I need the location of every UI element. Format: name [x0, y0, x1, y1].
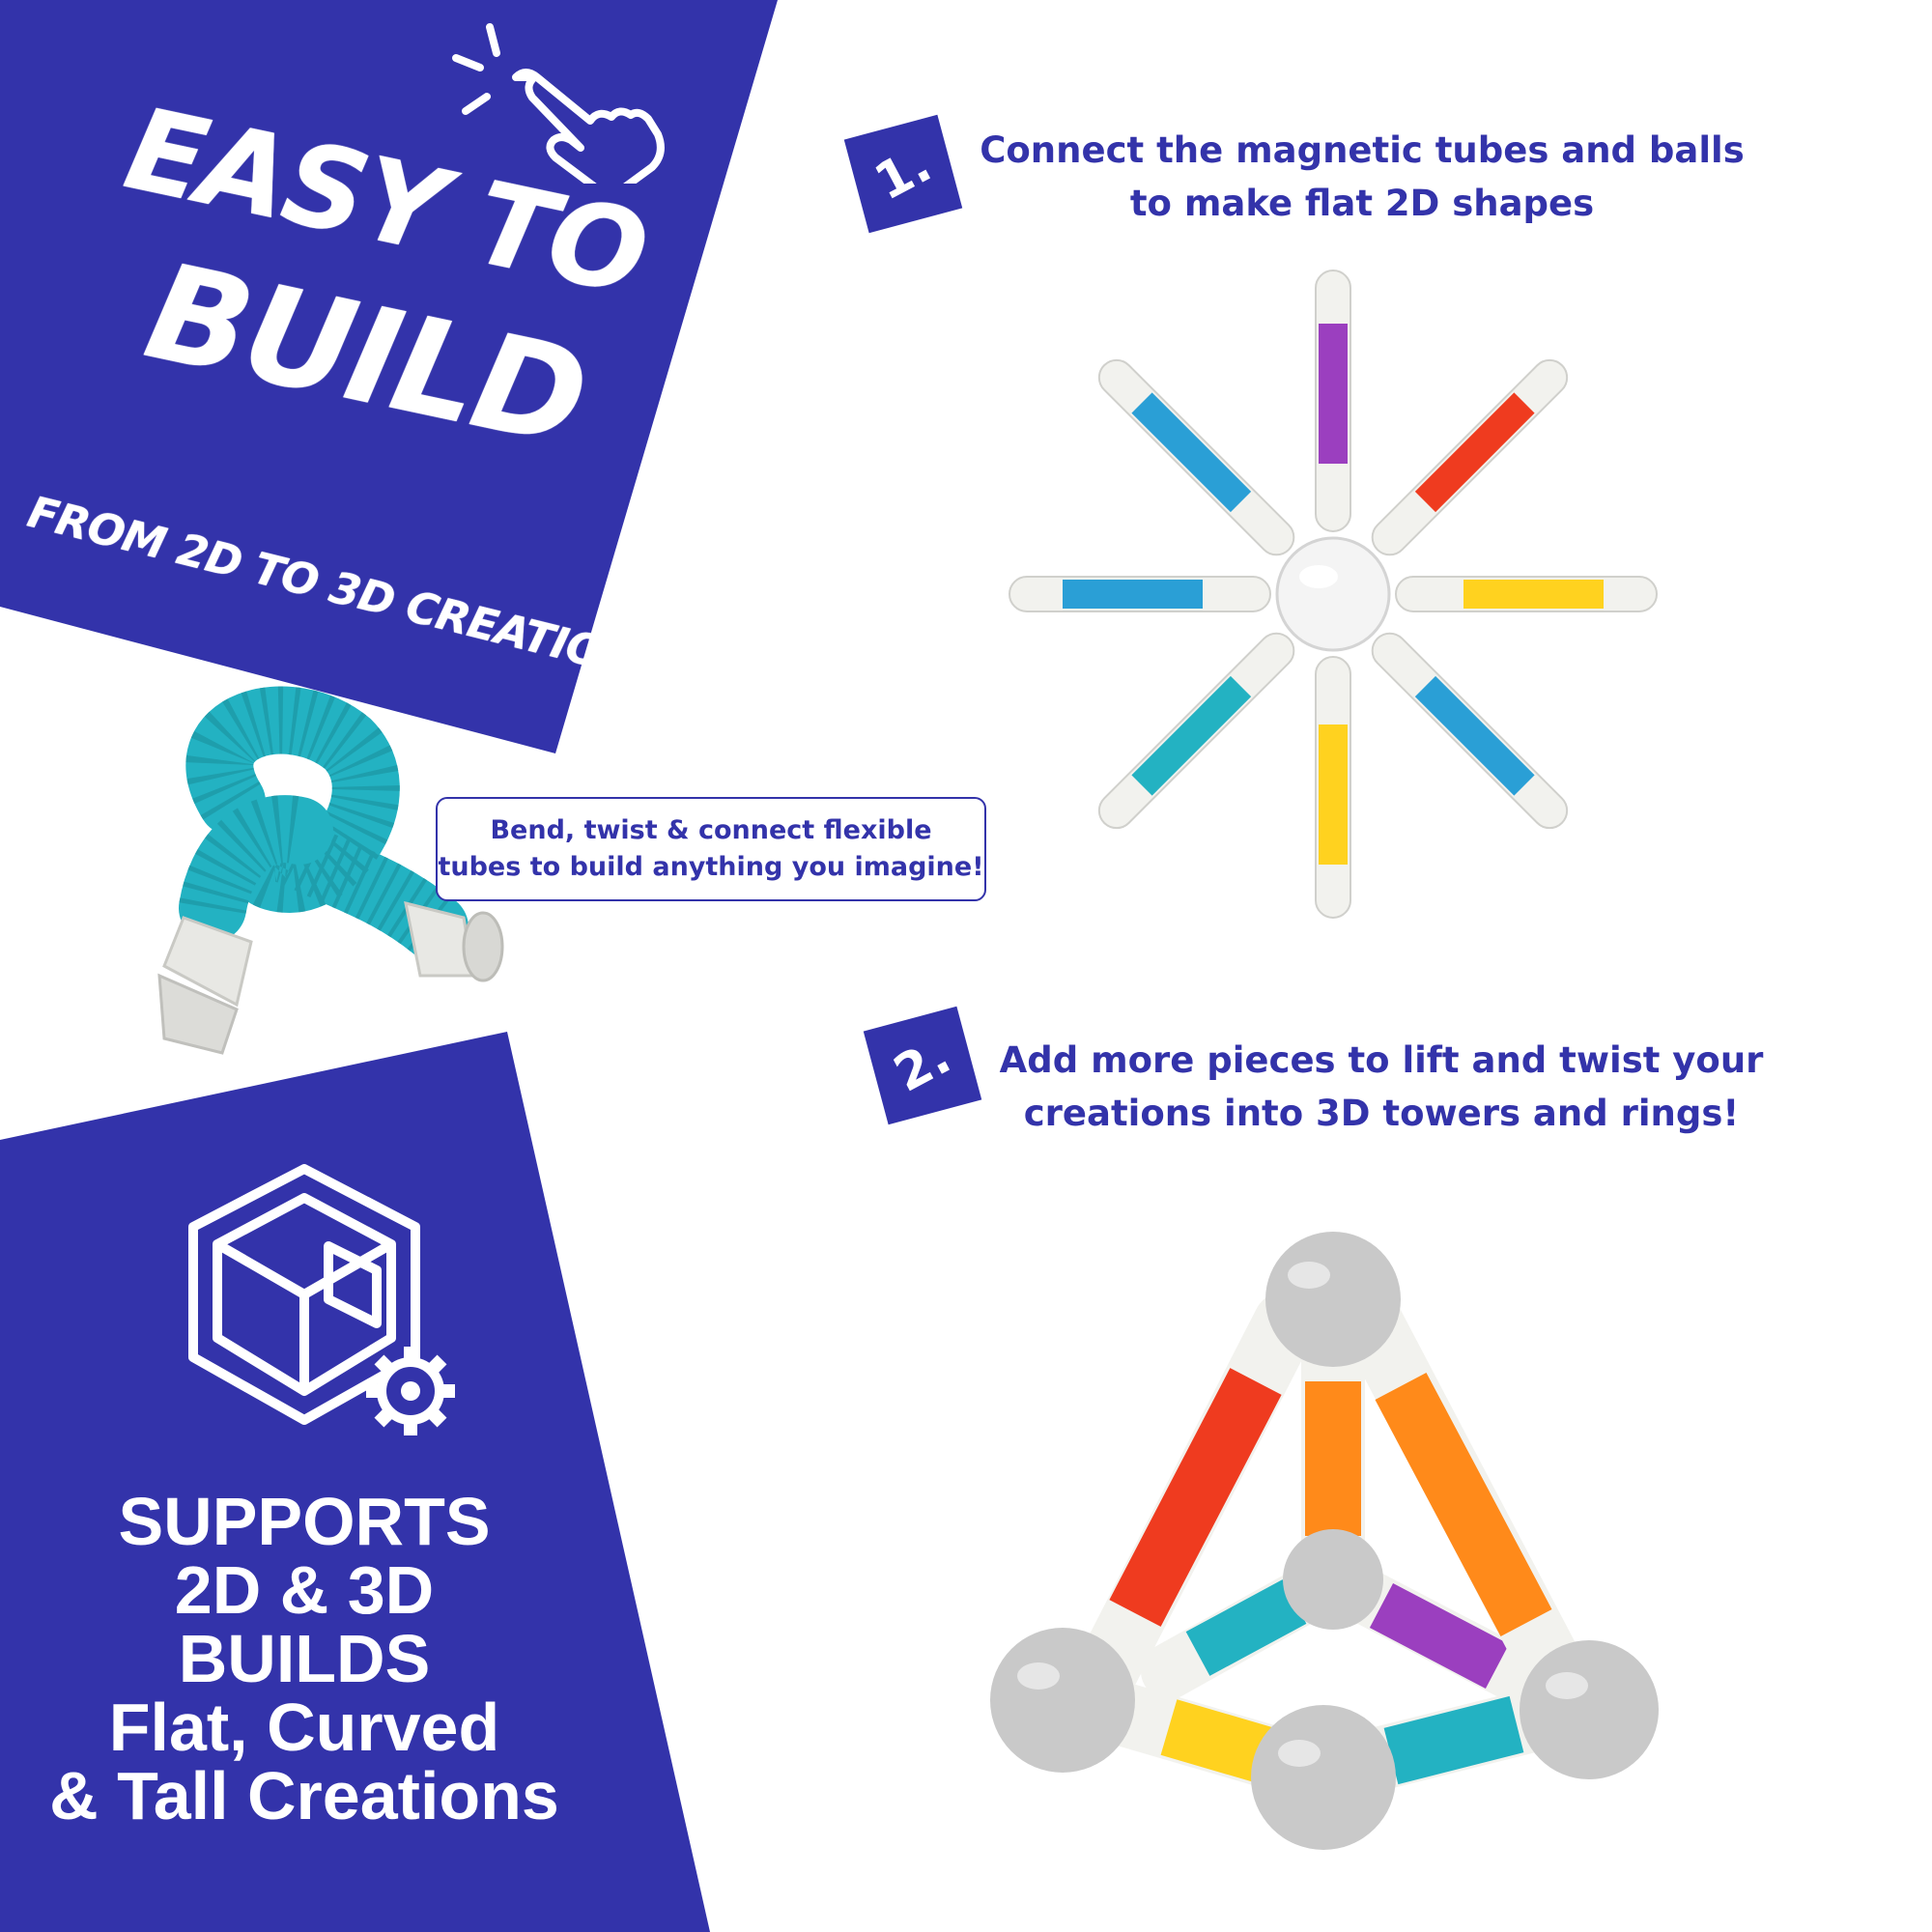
- callout-line-2: tubes to build anything you imagine!: [438, 852, 984, 882]
- supports-line-4: Flat, Curved: [108, 1690, 500, 1765]
- step-1-line-2: to make flat 2D shapes: [1129, 183, 1595, 224]
- step-1-line-1: Connect the magnetic tubes and balls: [980, 129, 1745, 171]
- top-blue-panel: [0, 0, 778, 753]
- arm-top: [1315, 270, 1351, 532]
- pyramid-3d-image: [990, 1232, 1659, 1850]
- supports-line-2: 2D & 3D: [174, 1552, 435, 1628]
- supports-line-1: SUPPORTS: [118, 1484, 491, 1559]
- step-1-text: Connect the magnetic tubes and balls to …: [947, 124, 1777, 230]
- step-2-text: Add more pieces to lift and twist your c…: [966, 1034, 1797, 1140]
- step-2-line-2: creations into 3D towers and rings!: [1023, 1093, 1740, 1134]
- tap-hand-icon: [452, 23, 665, 184]
- callout-line-1: Bend, twist & connect flexible: [490, 815, 932, 845]
- star-2d-image: [1009, 270, 1658, 919]
- supports-text: SUPPORTS 2D & 3D BUILDS Flat, Curved & T…: [0, 1488, 609, 1831]
- bottom-blue-panel: [0, 1032, 710, 1932]
- cube-gear-icon: [188, 1164, 455, 1435]
- bent-tube-image: [157, 686, 504, 1055]
- callout-box: Bend, twist & connect flexible tubes to …: [436, 797, 986, 901]
- supports-line-3: BUILDS: [178, 1621, 431, 1696]
- step-2-line-1: Add more pieces to lift and twist your: [999, 1039, 1764, 1081]
- supports-line-5: & Tall Creations: [49, 1758, 559, 1833]
